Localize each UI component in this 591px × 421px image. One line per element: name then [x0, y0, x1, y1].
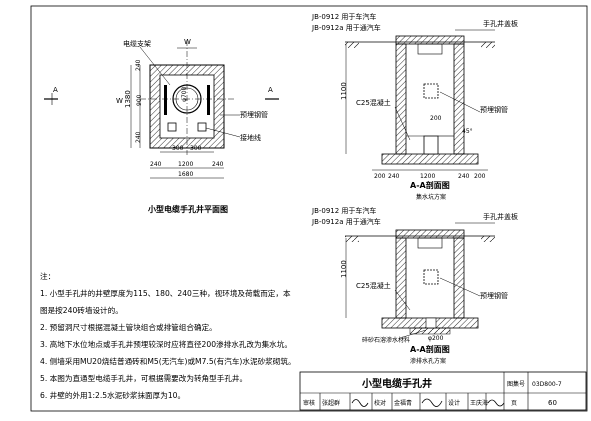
- plan-label-dia: φ700: [181, 86, 188, 102]
- section1-view: JB-0912 用于车汽车 JB-0912a 用于通汽车 手孔井盖板 C25混凝…: [311, 12, 518, 201]
- plan-dim-b1-2: 300: [190, 145, 202, 152]
- plan-pipe-opening: [197, 122, 207, 132]
- plan-dim-b2-2: 1200: [178, 161, 193, 168]
- title-block-design-label: 设计: [448, 399, 460, 407]
- section1-wall-left: [395, 43, 407, 155]
- section2-wall-left: [395, 237, 407, 319]
- plan-label-ground: 接地线: [240, 133, 261, 142]
- notes-heading: 注：: [40, 272, 56, 281]
- title-block-atlas-label: 图集号: [507, 380, 525, 388]
- note-item: 5. 本图为直通型电缆手孔井，可根据需要改为转角型手孔井。: [40, 374, 248, 383]
- signature-reviewer: [351, 399, 369, 407]
- section1-wall-right: [453, 43, 465, 155]
- section2-dim-h: 1100: [340, 260, 348, 278]
- plan-view: 电缆支架 预埋钢管 接地线 φ700 W A A W 1380 240 900 …: [44, 38, 279, 214]
- notes-block: 注： 1. 小型手孔井的井壁厚度为115、180、240三种，视环境及荷载而定，…: [40, 268, 305, 404]
- title-block: 小型电缆手孔井 图集号 03D800-7 页 60 审核 张超群 校对 金福青 …: [299, 371, 587, 411]
- section1-dim-5: 200: [474, 173, 486, 180]
- section1-label-pit: 200: [430, 115, 442, 122]
- section2-cover-slab: [395, 229, 465, 239]
- section1-subtitle: 集水坑方案: [416, 193, 446, 201]
- section2-label-hole: φ200: [428, 335, 444, 342]
- section1-pipe: [423, 83, 439, 99]
- plan-dim-total-h: 1380: [124, 90, 132, 108]
- note-item: 4. 侧墙采用MU20烧结普通砖和M5(无汽车)或M7.5(有汽车)水泥砂浆砌筑…: [40, 357, 296, 366]
- note-item: 图是按240砖墙设计的。: [40, 306, 123, 315]
- plan-label-w: W: [116, 97, 123, 105]
- plan-dim-left-3: 240: [135, 131, 142, 143]
- section2-cover-no1: JB-0912 用于车汽车: [311, 206, 376, 215]
- section2-label-concrete: C25混凝土: [356, 281, 391, 290]
- section1-cover-no1: JB-0912 用于车汽车: [311, 12, 376, 21]
- section2-cover-no2: JB-0912a 用于通汽车: [311, 217, 381, 226]
- plan-dim-left-2: 900: [136, 94, 143, 106]
- plan-dim-b2-1: 240: [150, 161, 162, 168]
- plan-section-mark-left: A: [53, 86, 58, 94]
- plan-bracket: [164, 85, 167, 115]
- signature-checker: [421, 398, 443, 407]
- plan-bracket: [207, 85, 210, 115]
- section2-subtitle: 渗排水孔方案: [410, 357, 446, 365]
- section2-title: A-A剖面图: [410, 344, 450, 354]
- section1-cover-no2: JB-0912a 用于通汽车: [311, 23, 381, 32]
- section2-wall-right: [453, 237, 465, 319]
- plan-dim-b2-3: 240: [212, 161, 224, 168]
- plan-label-cover: 电缆支架: [123, 39, 151, 48]
- title-block-page-no: 60: [548, 399, 557, 407]
- section1-dim-1: 200: [374, 173, 386, 180]
- title-block-page-label: 页: [511, 400, 517, 407]
- section2-gravel: [409, 327, 451, 335]
- section1-label-pipe: 预埋钢管: [480, 105, 508, 114]
- section1-label-cover: 手孔井盖板: [483, 19, 518, 28]
- title-block-atlas-no: 03D800-7: [532, 381, 562, 388]
- section2-label-cover: 手孔井盖板: [483, 212, 518, 221]
- section1-sump: [423, 135, 439, 155]
- title-block-title: 小型电缆手孔井: [361, 377, 432, 390]
- plan-section-mark-right: A: [268, 86, 273, 94]
- section1-base: [381, 153, 479, 165]
- plan-title: 小型电缆手孔井平面图: [147, 204, 228, 214]
- section2-drain-hole: [425, 317, 437, 329]
- signature-designer: [487, 399, 505, 407]
- title-block-check-label: 校对: [374, 399, 386, 407]
- section2-label-pipe: 预埋钢管: [480, 291, 508, 300]
- section2-label-gravel: 碎砂石溶渗水材料: [362, 336, 410, 344]
- note-item: 2. 预留洞尺寸根据混凝土管块组合或排管组合确定。: [40, 323, 217, 332]
- section1-dim-4: 240: [458, 173, 470, 180]
- section1-title: A-A剖面图: [410, 180, 450, 190]
- section2-view: JB-0912 用于车汽车 JB-0912a 用于通汽车 手孔井盖板 C25混凝…: [311, 206, 518, 365]
- section1-dim-3: 1200: [420, 173, 435, 180]
- section1-cover-slab: [395, 35, 465, 45]
- section1-dim-2: 240: [388, 173, 400, 180]
- note-item: 3. 高地下水位地点或手孔井预埋较深时应将直径200渗排水孔改为集水坑。: [40, 340, 292, 349]
- plan-pipe-opening: [167, 122, 177, 132]
- plan-dim-b1-1: 300: [172, 145, 184, 152]
- section1-dim-h: 1100: [340, 82, 348, 100]
- title-block-check-name: 金福青: [394, 399, 412, 407]
- sheet-border: [30, 5, 588, 412]
- title-block-design-name: 王庆海: [470, 399, 488, 407]
- note-item: 1. 小型手孔井的井壁厚度为115、180、240三种，视环境及荷载而定，本: [40, 289, 291, 298]
- plan-dim-top-w: W: [184, 38, 191, 46]
- plan-label-pipe: 预埋钢管: [240, 110, 268, 119]
- section2-pipe: [423, 269, 439, 285]
- title-block-review-name: 张超群: [322, 399, 340, 407]
- section1-label-angle: 45°: [462, 128, 473, 135]
- plan-dim-left-1: 240: [135, 59, 142, 71]
- section1-label-concrete: C25混凝土: [356, 98, 391, 107]
- note-item: 6. 井壁的外用1:2.5水泥砂浆抹面厚为10。: [40, 391, 186, 400]
- title-block-review-label: 审核: [303, 399, 315, 407]
- plan-dim-total-w: 1680: [178, 171, 193, 178]
